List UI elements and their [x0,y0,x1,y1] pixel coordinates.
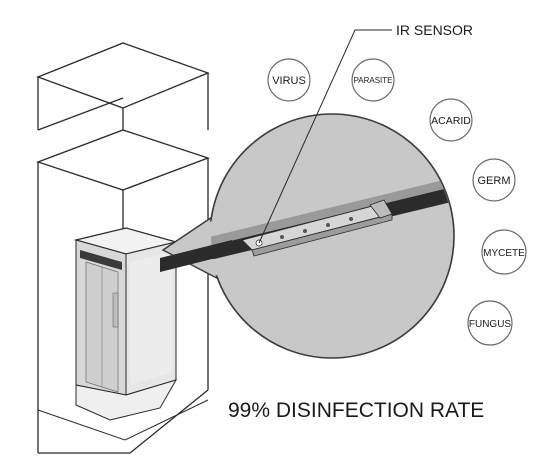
pathogen-acarid-label: ACARID [431,115,471,127]
magnifier-callout [160,29,455,359]
pathogen-mycete-label: MYCETE [483,248,525,259]
pathogen-parasite-label: PARASITE [354,76,393,85]
pathogen-acarid: ACARID [429,98,473,142]
pathogen-parasite: PARASITE [351,58,395,102]
pathogen-virus-label: VIRUS [272,75,306,87]
disinfection-rate-headline: 99% DISINFECTION RATE [228,399,484,422]
ir-sensor-label: IR SENSOR [396,22,473,38]
sensor-leader-line [258,29,392,244]
pathogen-germ: GERM [472,158,516,202]
pathogen-germ-label: GERM [478,175,511,187]
pathogen-virus: VIRUS [267,58,311,102]
pathogen-mycete: MYCETE [481,229,527,275]
elevator-shaft [36,42,210,454]
pathogen-fungus-label: FUNGUS [469,319,512,330]
ir-sensor-bar [241,199,394,257]
elevator-cabin [73,227,179,421]
pathogen-fungus: FUNGUS [467,300,513,346]
